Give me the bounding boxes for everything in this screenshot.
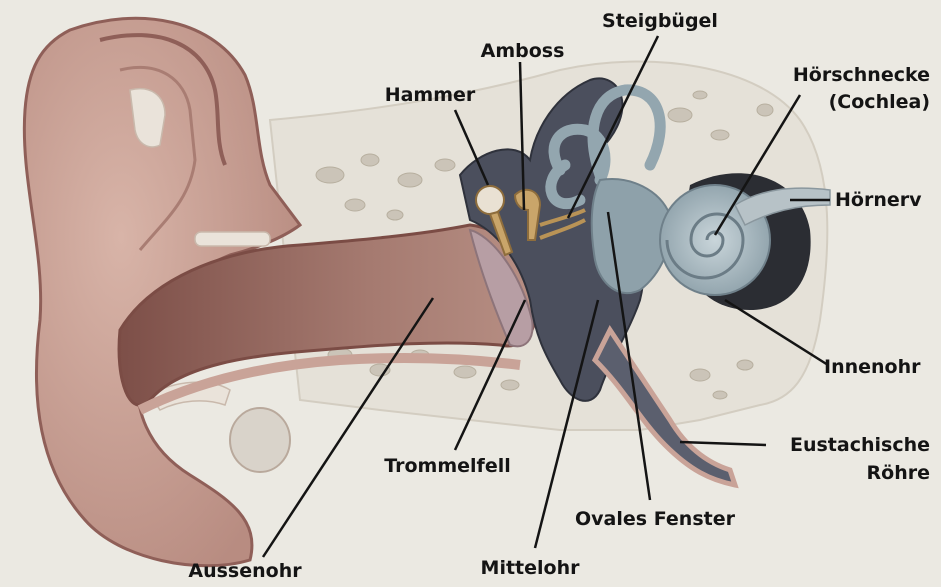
label-hoerschnecke: Hörschnecke bbox=[740, 62, 930, 88]
label-aussenohr: Aussenohr bbox=[165, 558, 325, 584]
label-roehre: Röhre bbox=[740, 460, 930, 486]
label-amboss: Amboss bbox=[470, 38, 575, 64]
label-steigbuegel: Steigbügel bbox=[595, 8, 725, 34]
label-innenohr: Innenohr bbox=[824, 354, 920, 380]
label-hammer: Hammer bbox=[375, 82, 485, 108]
label-eustachische: Eustachische bbox=[740, 432, 930, 458]
label-mittelohr: Mittelohr bbox=[460, 555, 600, 581]
label-ovales-fenster: Ovales Fenster bbox=[555, 506, 755, 532]
concha bbox=[230, 408, 290, 472]
label-hoernerv: Hörnerv bbox=[835, 187, 922, 213]
hammer-bone bbox=[476, 186, 504, 214]
label-cochlea: (Cochlea) bbox=[740, 89, 930, 115]
label-trommelfell: Trommelfell bbox=[365, 453, 530, 479]
